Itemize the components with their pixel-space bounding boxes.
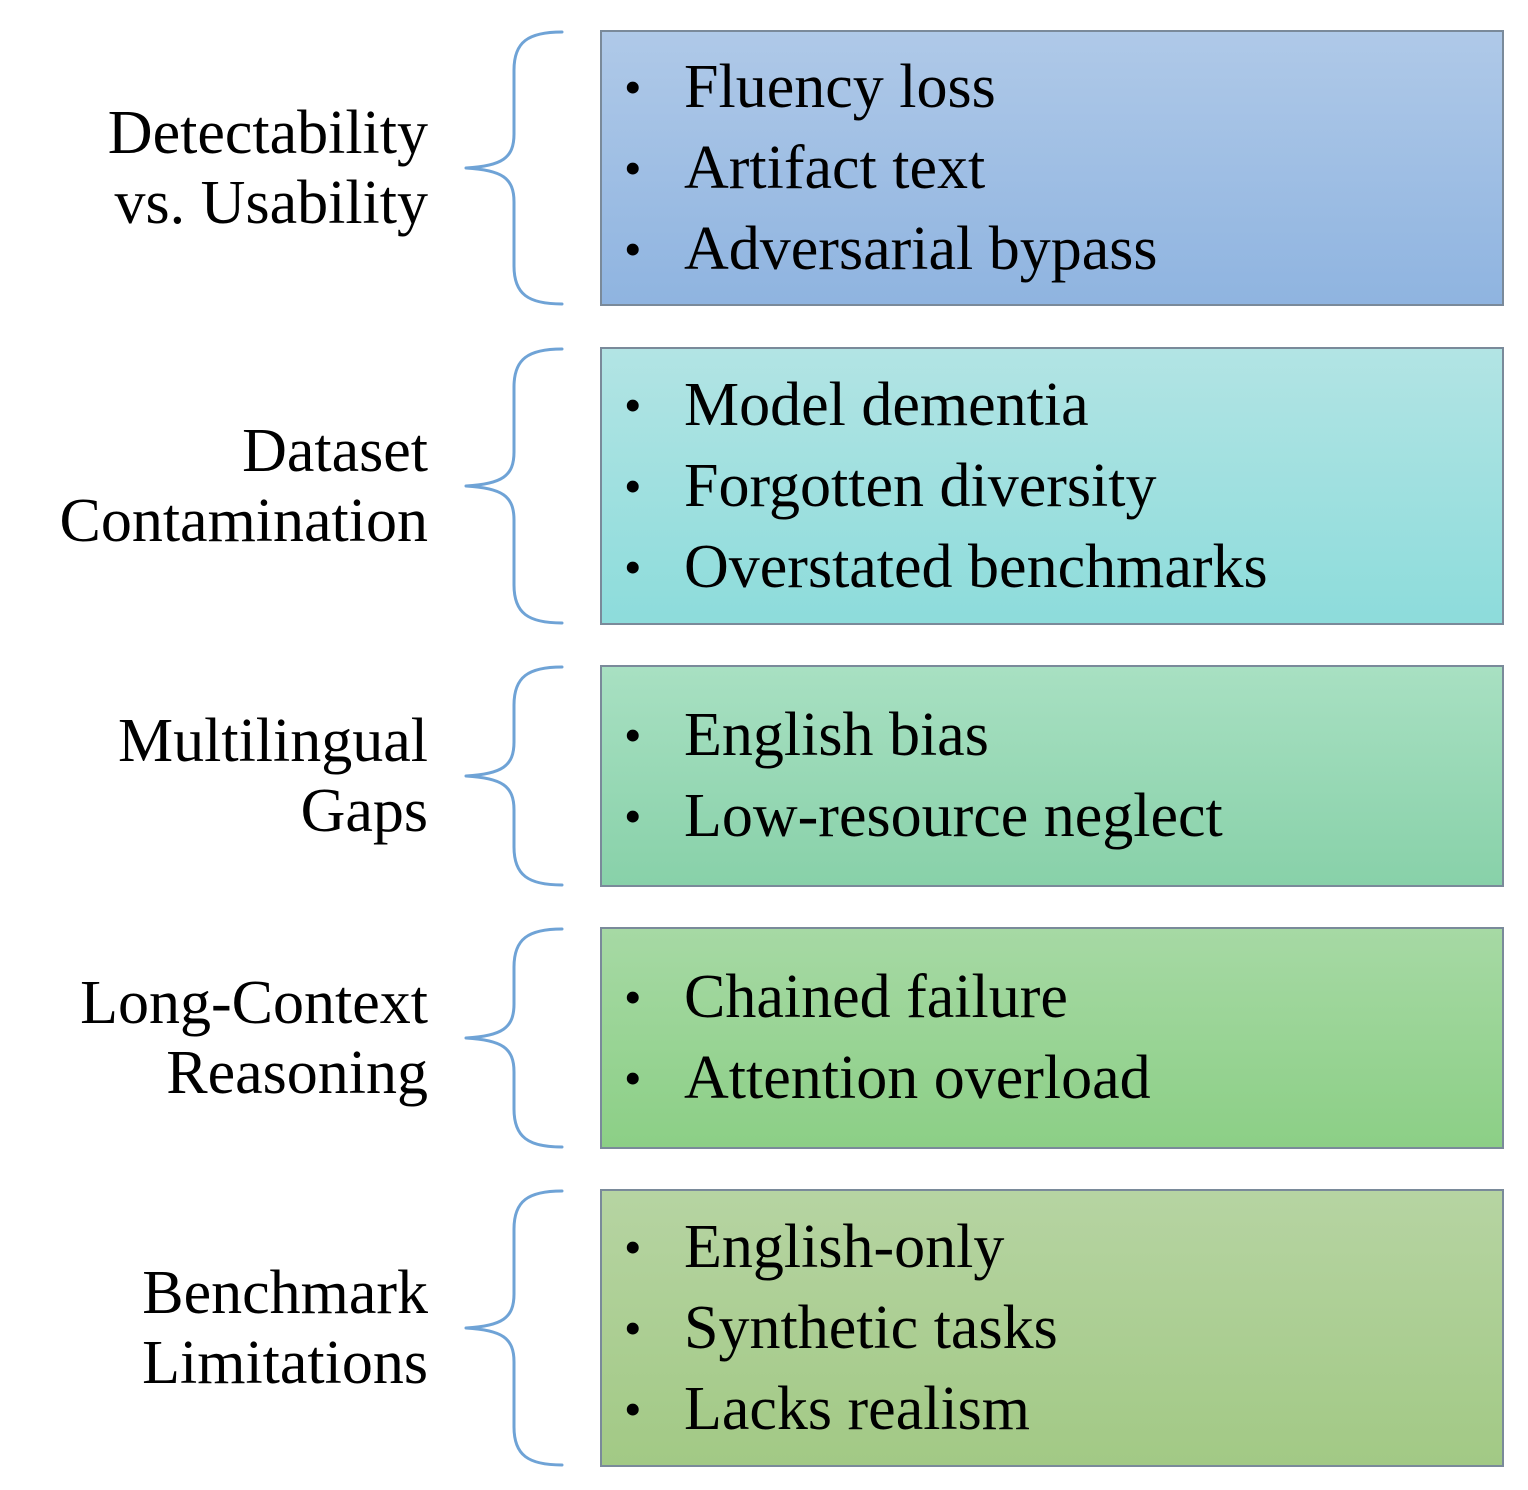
bullet-icon: • bbox=[624, 139, 642, 196]
category-label-line: vs. Usability bbox=[114, 169, 428, 237]
list-item: • Artifact text bbox=[602, 128, 1502, 209]
category-label-line: Long-Context bbox=[80, 969, 428, 1037]
category-label: Multilingual Gaps bbox=[0, 665, 428, 887]
list-item: • Model dementia bbox=[602, 365, 1502, 446]
bullet-icon: • bbox=[624, 376, 642, 433]
item-text: Overstated benchmarks bbox=[684, 532, 1268, 601]
category-label-line: Limitations bbox=[142, 1329, 428, 1397]
item-text: Forgotten diversity bbox=[684, 451, 1157, 520]
item-text: Attention overload bbox=[684, 1044, 1151, 1112]
brace-icon bbox=[464, 1189, 564, 1467]
category-label-line: Benchmark bbox=[142, 1259, 428, 1327]
item-text: Chained failure bbox=[684, 963, 1068, 1031]
item-text: Low-resource neglect bbox=[684, 782, 1223, 850]
brace-icon bbox=[464, 30, 564, 306]
category-label-line: Gaps bbox=[300, 777, 428, 845]
brace-icon bbox=[464, 927, 564, 1149]
category-label: Benchmark Limitations bbox=[0, 1189, 428, 1467]
item-text: English bias bbox=[684, 701, 989, 769]
item-box: • Model dementia • Forgotten diversity • Ov… bbox=[600, 347, 1504, 625]
item-text: Artifact text bbox=[684, 133, 986, 202]
category-label: Detectability vs. Usability bbox=[0, 30, 428, 306]
list-item: • Low-resource neglect bbox=[602, 776, 1502, 857]
bullet-icon: • bbox=[624, 58, 642, 115]
bullet-icon: • bbox=[624, 788, 642, 844]
category-label-line: Contamination bbox=[59, 487, 428, 555]
list-item: • Attention overload bbox=[602, 1038, 1502, 1119]
list-item: • Chained failure bbox=[602, 957, 1502, 1038]
category-label-line: Reasoning bbox=[166, 1039, 428, 1107]
item-text: English-only bbox=[684, 1212, 1005, 1281]
bullet-icon: • bbox=[624, 457, 642, 514]
list-item: • Overstated benchmarks bbox=[602, 527, 1502, 608]
list-item: • English bias bbox=[602, 695, 1502, 776]
list-item: • Synthetic tasks bbox=[602, 1288, 1502, 1369]
list-item: • Adversarial bypass bbox=[602, 209, 1502, 290]
bullet-icon: • bbox=[624, 220, 642, 277]
category-label: Dataset Contamination bbox=[0, 347, 428, 625]
bullet-icon: • bbox=[624, 1218, 642, 1275]
brace-icon bbox=[464, 347, 564, 625]
item-box: • Fluency loss • Artifact text • Adversaria… bbox=[600, 30, 1504, 306]
item-text: Fluency loss bbox=[684, 52, 996, 121]
bullet-icon: • bbox=[624, 538, 642, 595]
item-text: Model dementia bbox=[684, 370, 1089, 439]
list-item: • English-only bbox=[602, 1207, 1502, 1288]
item-box: • English bias • Low-resource neglect bbox=[600, 665, 1504, 887]
row-long-context-reasoning: Long-Context Reasoning • Chained failure … bbox=[0, 927, 1528, 1149]
item-text: Lacks realism bbox=[684, 1374, 1031, 1443]
bullet-icon: • bbox=[624, 1299, 642, 1356]
bullet-icon: • bbox=[624, 1050, 642, 1106]
item-text: Adversarial bypass bbox=[684, 214, 1158, 283]
list-item: • Forgotten diversity bbox=[602, 446, 1502, 527]
category-label-line: Detectability bbox=[107, 99, 428, 167]
row-dataset-contamination: Dataset Contamination • Model dementia • F… bbox=[0, 347, 1528, 625]
brace-icon bbox=[464, 665, 564, 887]
bullet-icon: • bbox=[624, 969, 642, 1025]
item-box: • English-only • Synthetic tasks • Lacks re… bbox=[600, 1189, 1504, 1467]
category-label-line: Multilingual bbox=[118, 707, 428, 775]
row-multilingual-gaps: Multilingual Gaps • English bias • Low-res… bbox=[0, 665, 1528, 887]
category-label: Long-Context Reasoning bbox=[0, 927, 428, 1149]
item-box: • Chained failure • Attention overload bbox=[600, 927, 1504, 1149]
category-label-line: Dataset bbox=[242, 417, 428, 485]
row-benchmark-limitations: Benchmark Limitations • English-only • Syn… bbox=[0, 1189, 1528, 1467]
list-item: • Fluency loss bbox=[602, 47, 1502, 128]
row-detectability: Detectability vs. Usability • Fluency los… bbox=[0, 30, 1528, 306]
bullet-icon: • bbox=[624, 1380, 642, 1437]
bullet-icon: • bbox=[624, 707, 642, 763]
item-text: Synthetic tasks bbox=[684, 1293, 1058, 1362]
list-item: • Lacks realism bbox=[602, 1369, 1502, 1450]
